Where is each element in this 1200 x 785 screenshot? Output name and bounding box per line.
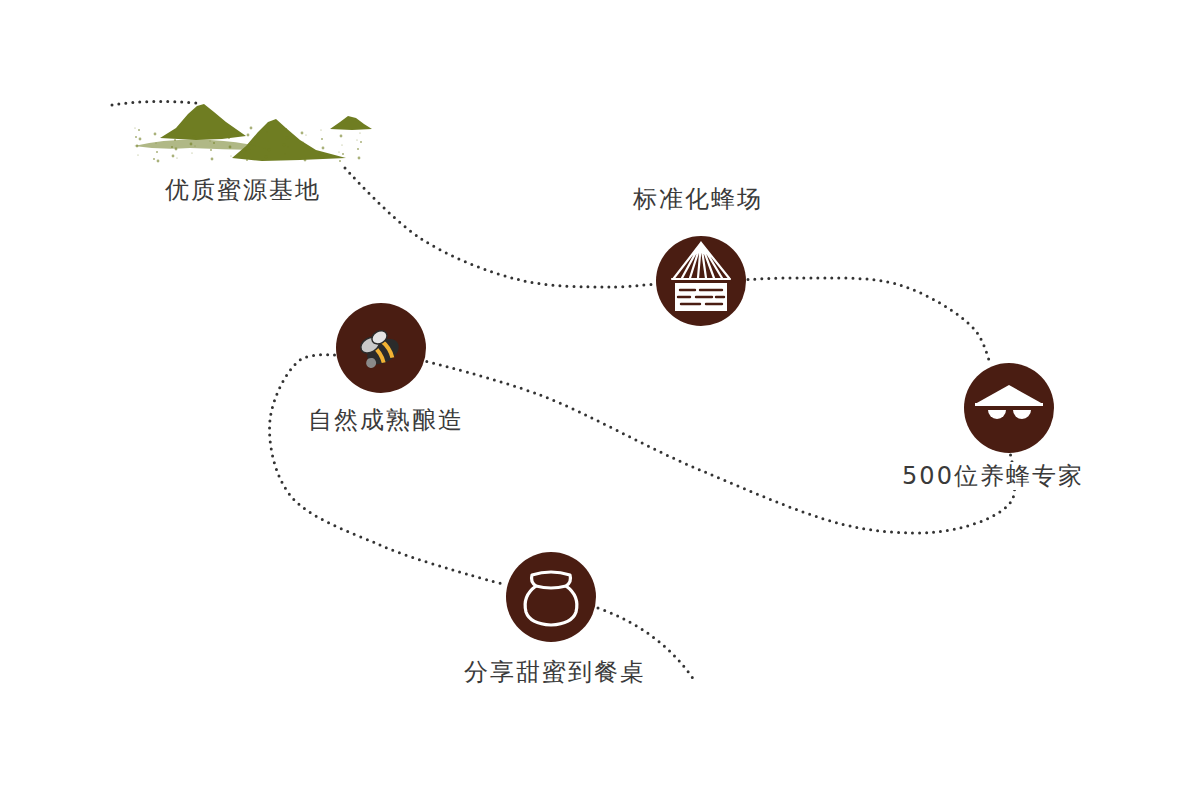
- speck: [284, 153, 285, 154]
- step-circle: 自然成熟酿造: [305, 303, 467, 434]
- speck: [138, 129, 140, 131]
- speck: [360, 141, 362, 143]
- speck: [191, 152, 192, 153]
- dotted-connector: [345, 168, 654, 287]
- speck: [227, 128, 228, 129]
- speck: [340, 135, 343, 138]
- speck: [356, 139, 357, 140]
- speck: [176, 157, 177, 158]
- speck: [211, 158, 214, 161]
- speck: [323, 156, 324, 157]
- speck: [304, 159, 307, 162]
- source-base: 优质蜜源基地: [130, 100, 380, 204]
- speck: [265, 156, 268, 159]
- speck: [358, 157, 361, 160]
- speck: [231, 130, 233, 132]
- speck: [266, 131, 267, 132]
- speck: [305, 134, 306, 135]
- mountain-illustration: [134, 104, 372, 162]
- speck: [302, 141, 303, 142]
- speck: [192, 127, 194, 129]
- speck: [208, 131, 211, 134]
- speck: [229, 146, 232, 149]
- speck: [136, 145, 139, 148]
- step-label: 分享甜蜜到餐桌: [461, 658, 649, 687]
- speck: [230, 155, 231, 156]
- step-circle-shape: [964, 363, 1054, 453]
- step-circle: 标准化蜂场: [630, 185, 766, 326]
- speck: [283, 144, 286, 147]
- step-circle-shape: [336, 303, 426, 393]
- speck: [246, 159, 248, 161]
- speck: [320, 129, 321, 130]
- speck: [267, 140, 269, 142]
- speck: [285, 128, 287, 130]
- dotted-connector: [748, 278, 990, 365]
- speck: [193, 136, 196, 139]
- dotted-lead-in: [112, 101, 196, 105]
- speck: [194, 145, 195, 146]
- dotted-connector: [426, 361, 1015, 533]
- speck: [213, 142, 215, 144]
- speck: [301, 132, 304, 135]
- step-circle: 分享甜蜜到餐桌: [461, 552, 649, 686]
- speck: [210, 149, 212, 151]
- speck: [209, 140, 210, 141]
- speck: [174, 139, 176, 141]
- step-circle-shape: [506, 552, 596, 642]
- step-label: 优质蜜源基地: [162, 176, 324, 205]
- speck: [171, 146, 173, 148]
- speck: [153, 158, 155, 160]
- step-circle: 500位养蜂专家: [899, 363, 1087, 490]
- speck: [190, 143, 193, 146]
- speck: [155, 142, 156, 143]
- speck: [137, 154, 138, 155]
- speck: [338, 151, 339, 152]
- speck: [268, 149, 271, 152]
- speck: [342, 153, 344, 155]
- speck: [319, 154, 322, 157]
- speck: [339, 160, 341, 162]
- speck: [286, 137, 289, 140]
- speck: [172, 155, 175, 158]
- speck: [341, 144, 342, 145]
- speck: [154, 133, 157, 136]
- speck: [287, 146, 288, 147]
- speck: [264, 147, 266, 149]
- step-label: 标准化蜂场: [630, 185, 766, 214]
- speck: [156, 151, 158, 153]
- speck: [250, 127, 253, 130]
- speck: [175, 148, 178, 151]
- speck: [321, 138, 323, 140]
- speck: [135, 136, 137, 138]
- speck: [247, 134, 250, 137]
- speck: [157, 160, 160, 163]
- speck: [173, 130, 174, 131]
- speck: [228, 137, 230, 139]
- speck: [139, 138, 142, 141]
- step-label: 500位养蜂专家: [899, 462, 1087, 491]
- speck: [245, 150, 246, 151]
- speck: [282, 135, 284, 137]
- step-circle-shape: [656, 236, 746, 326]
- speck: [249, 152, 251, 154]
- speck: [134, 127, 135, 128]
- step-label: 自然成熟酿造: [305, 406, 467, 435]
- speck: [303, 150, 305, 152]
- speck: [322, 147, 325, 150]
- speck: [357, 148, 359, 150]
- speck: [359, 132, 360, 133]
- speck: [212, 133, 213, 134]
- speck: [248, 143, 249, 144]
